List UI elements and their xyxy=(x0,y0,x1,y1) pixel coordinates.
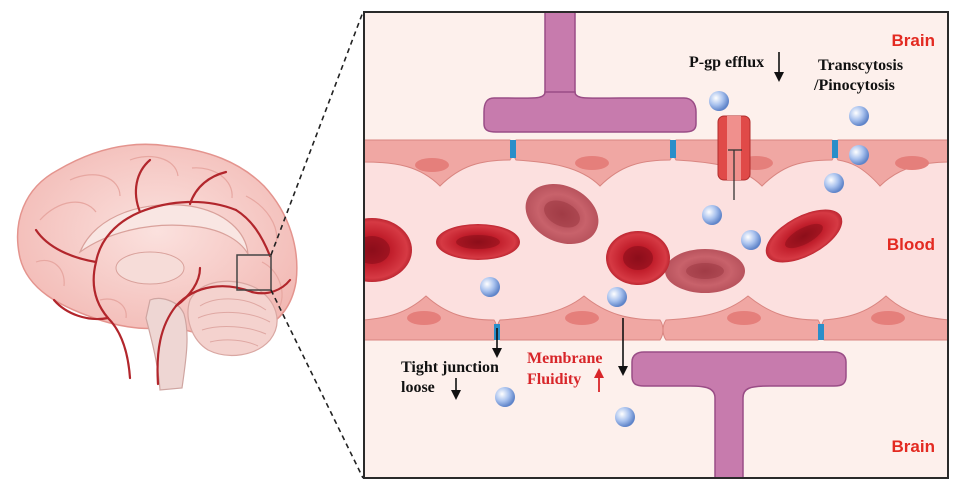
nanoparticle-sphere-icon xyxy=(607,287,627,307)
brainstem xyxy=(145,297,188,391)
nanoparticle-sphere-icon xyxy=(615,407,635,427)
astrocyte-endfoot-top xyxy=(483,12,697,133)
process-arrows xyxy=(451,52,784,400)
red-blood-cell-icon xyxy=(364,218,412,282)
brain-illustration xyxy=(16,143,298,391)
panel-frame xyxy=(363,11,949,479)
label-membrane: Membrane xyxy=(527,350,603,367)
nanoparticle-sphere-icon xyxy=(849,106,869,126)
astrocyte-endfoot-bottom xyxy=(631,351,847,478)
red-blood-cell-icon xyxy=(665,249,745,293)
nanoparticles xyxy=(480,91,869,427)
zoom-region-box xyxy=(236,254,272,291)
red-blood-cells xyxy=(364,183,843,293)
nanoparticle-sphere-icon xyxy=(741,230,761,250)
cerebral-vessels xyxy=(34,158,292,386)
tight-junction xyxy=(832,140,838,158)
transporter-channel-icon xyxy=(717,115,751,200)
label-brain-top: Brain xyxy=(892,31,935,50)
red-blood-cell-icon xyxy=(525,183,599,245)
nanoparticle-sphere-icon xyxy=(709,91,729,111)
nanoparticle-sphere-icon xyxy=(495,387,515,407)
label-fluidity: Fluidity xyxy=(527,371,581,388)
cerebellum-folds xyxy=(197,298,271,347)
nanoparticle-sphere-icon xyxy=(702,205,722,225)
thalamus xyxy=(115,251,185,285)
label-brain-bottom: Brain xyxy=(892,437,935,456)
label-pinocytosis: /Pinocytosis xyxy=(813,77,895,94)
label-tight-junction: Tight junction xyxy=(401,359,499,376)
tight-junction xyxy=(670,140,676,158)
label-pgp-efflux: P-gp efflux xyxy=(689,54,764,71)
nanoparticle-sphere-icon xyxy=(849,145,869,165)
red-blood-cell-icon xyxy=(436,224,520,260)
label-loose: loose xyxy=(401,379,435,396)
label-transcytosis: Transcytosis xyxy=(818,57,903,74)
red-blood-cell-icon xyxy=(765,209,843,263)
red-blood-cell-icon xyxy=(606,231,670,285)
tight-junction xyxy=(818,324,824,340)
cerebellum xyxy=(187,280,278,357)
gyri-lines xyxy=(35,155,283,319)
zoom-line-top xyxy=(270,11,364,256)
nanoparticle-sphere-icon xyxy=(824,173,844,193)
bbb-panel: Brain Blood Brain P-gp efflux Transcytos… xyxy=(364,12,948,478)
endothelial-layer-bottom xyxy=(364,295,948,341)
label-blood: Blood xyxy=(887,235,935,254)
tight-junction xyxy=(510,140,516,158)
nanoparticle-sphere-icon xyxy=(480,277,500,297)
endothelial-layer-top xyxy=(364,139,948,187)
zoom-line-bottom xyxy=(270,289,364,479)
